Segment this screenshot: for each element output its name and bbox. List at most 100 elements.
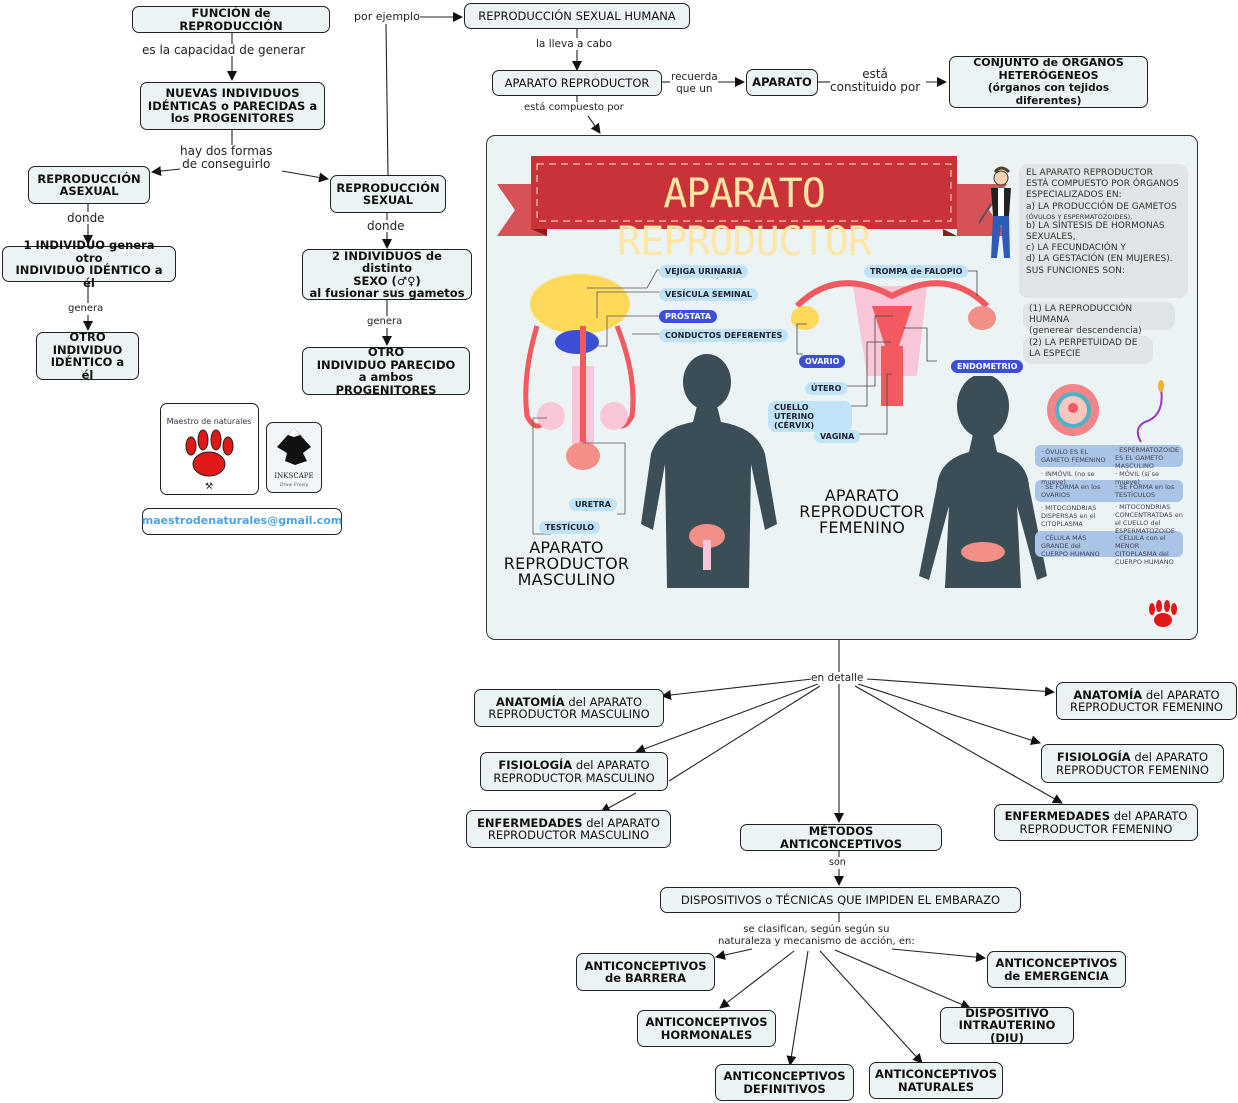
compare-esperma-5: · CÉLULA con el MENOR CITOPLASMA del CUE… xyxy=(1115,534,1174,566)
info-line: c) LA FECUNDACIÓN Y xyxy=(1026,243,1126,254)
label-uretra: URETRA xyxy=(569,498,617,511)
title-line: APARATO xyxy=(529,538,604,557)
label-utero: ÚTERO xyxy=(805,382,848,395)
compare-esperma-1: · ESPERMATOZOIDE ES EL GAMETO MASCULINO xyxy=(1115,446,1180,470)
node-line: CONJUNTO de ÓRGANOS xyxy=(973,56,1124,69)
node-line: 1 INDIVIDUO genera otro xyxy=(23,238,155,265)
node-text: del APARATO xyxy=(1145,687,1220,702)
node-line: INTRAUTERINO (DIU) xyxy=(958,1018,1056,1045)
node-line: REPRODUCTOR MASCULINO xyxy=(488,707,650,721)
link-son: son xyxy=(829,857,846,869)
node-line: REPRODUCTOR FEMENINO xyxy=(1019,821,1173,836)
label-cuello-uterino: CUELLO UTERINO (CÉRVIX) xyxy=(768,401,852,432)
male-anatomy-diagram xyxy=(523,269,667,535)
node-label: REPRODUCCIÓN SEXUAL HUMANA xyxy=(478,8,676,23)
cartoon-man-icon xyxy=(979,166,1011,258)
compare-esperma-4: · MITOCONDRIAS CONCENTRATDAS en el CUELL… xyxy=(1115,503,1183,535)
node-line: ENFERMEDADES del APARATO xyxy=(1005,810,1188,823)
link-compuesto-por: está compuesto por xyxy=(524,102,624,114)
node-line: DEFINITIVOS xyxy=(743,1081,826,1096)
compare-row-bg xyxy=(1035,480,1183,502)
link-en-detalle: en detalle xyxy=(811,672,864,684)
link-por-ejemplo: por ejemplo xyxy=(354,10,420,23)
node-line: REPRODUCCIÓN xyxy=(37,171,141,186)
node-aparato[interactable]: APARATO xyxy=(746,69,818,96)
maestro-naturales-logo[interactable]: Maestro de naturales ⚒ xyxy=(160,403,259,495)
info-line: ESPECIALIZADOS EN: xyxy=(1026,190,1122,201)
info-line: d) LA GESTACIÓN (EN MUJERES). xyxy=(1026,254,1173,265)
node-line: ANTICONCEPTIVOS xyxy=(645,1015,768,1029)
node-text: del APARATO xyxy=(568,694,643,709)
node-aparato-reproductor[interactable]: APARATO REPRODUCTOR xyxy=(492,70,662,96)
infographic-panel[interactable]: APARATO REPRODUCTOR EL APARATO REPRODUCT… xyxy=(486,135,1198,640)
node-line: OTRO xyxy=(367,345,405,359)
email-text: maestrodenaturales@gmail.com xyxy=(141,514,343,528)
info-composicion: EL APARATO REPRODUCTOR ESTÁ COMPUESTO PO… xyxy=(1019,164,1188,298)
compare-esperma-3: · SE FORMA en los TESTÍCULOS xyxy=(1115,483,1175,499)
title-line: APARATO xyxy=(824,486,900,505)
node-label: FUNCIÓN de REPRODUCCIÓN xyxy=(179,6,283,33)
compare-row-bg xyxy=(1035,531,1183,557)
node-line: ANTICONCEPTIVOS xyxy=(874,1067,998,1081)
link-lleva-a-cabo: la lleva a cabo xyxy=(536,38,613,50)
node-text: del APARATO xyxy=(1134,750,1209,764)
compare-ovulo-3: · SE FORMA en los OVARIOS xyxy=(1041,483,1101,499)
title-line: FEMENINO xyxy=(818,518,906,537)
node-line: de EMERGENCIA xyxy=(1004,968,1109,983)
info-line: (ÓVULOS Y ESPERMATOZOIDES), xyxy=(1026,212,1133,221)
email-link[interactable]: maestrodenaturales@gmail.com xyxy=(142,508,342,535)
node-dispositivos-tecnicas[interactable]: DISPOSITIVOS o TÉCNICAS QUE IMPIDEN EL E… xyxy=(660,887,1021,913)
label-ovario: OVARIO xyxy=(799,355,846,368)
link-line: está xyxy=(862,67,888,81)
node-keyword: ANATOMÍA xyxy=(495,694,565,709)
title-line: REPRODUCTOR xyxy=(503,554,630,573)
info-funcion-2: (2) LA PERPETUIDAD DE LA ESPECIE xyxy=(1023,336,1153,364)
compare-ovulo-4: · MITOCONDRIAS DISPERSAS en el CITOPLASM… xyxy=(1041,504,1097,528)
link-capacidad: es la capacidad de generar xyxy=(142,43,306,57)
node-reproduccion-humana[interactable]: REPRODUCCIÓN SEXUAL HUMANA xyxy=(464,3,690,29)
inkscape-logo[interactable]: INKSCAPE Draw Freely xyxy=(266,422,322,493)
node-line: NATURALES xyxy=(897,1079,975,1094)
female-silhouette-icon xyxy=(919,376,1047,588)
node-funcion-reproduccion[interactable]: FUNCIÓN de REPRODUCCIÓN xyxy=(132,6,330,33)
node-keyword: ENFERMEDADES xyxy=(1004,809,1111,823)
node-text: del APARATO xyxy=(575,758,650,772)
info-line: (2) LA PERPETUIDAD DE xyxy=(1029,338,1138,348)
label-vejiga: VEJIGA URINARIA xyxy=(659,265,748,278)
compare-ovulo-5: · CÉLULA MÁS GRANDE del CUERPO HUMANO xyxy=(1041,534,1100,558)
inkscape-tagline: Draw Freely xyxy=(279,482,309,488)
info-line: LA ESPECIE xyxy=(1029,349,1081,359)
node-label: DISPOSITIVOS o TÉCNICAS QUE IMPIDEN EL E… xyxy=(680,892,1001,907)
node-line: FISIOLOGÍA del APARATO xyxy=(1057,751,1208,764)
inkscape-icon: INKSCAPE Draw Freely xyxy=(274,428,314,488)
label-vagina: VAGINA xyxy=(814,430,861,443)
node-line: ANTICONCEPTIVOS xyxy=(584,958,707,973)
node-label: APARATO xyxy=(752,75,812,90)
link-donde-sexual: donde xyxy=(367,219,405,233)
gametes-illustration xyxy=(1047,380,1164,443)
logo-text: Maestro de naturales xyxy=(167,417,252,426)
node-metodos-anticonceptivos[interactable]: MÉTODOS ANTICONCEPTIVOS xyxy=(740,824,942,851)
